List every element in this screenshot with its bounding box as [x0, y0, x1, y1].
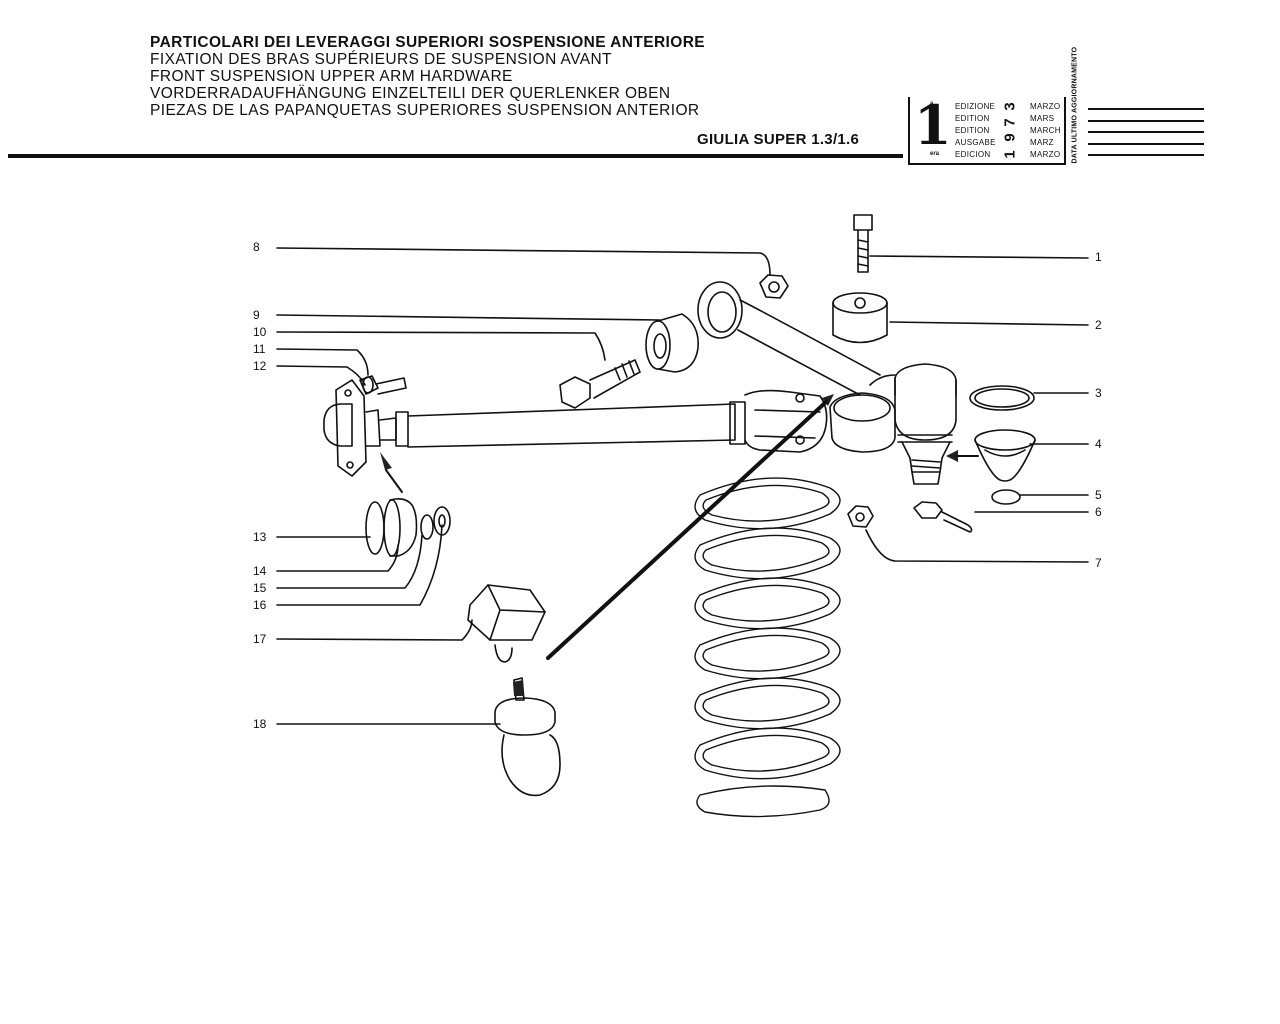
part-1-bolt	[853, 214, 873, 273]
edition-label: EDICION	[955, 150, 991, 159]
edition-number: 1	[914, 93, 952, 157]
model-name: GIULIA SUPER 1.3/1.6	[697, 131, 860, 148]
upper-arm	[697, 281, 957, 485]
update-line	[1088, 143, 1204, 145]
edition-month: MARZO	[1030, 150, 1061, 159]
callout-17: 17	[253, 632, 267, 646]
edition-sup: era	[930, 151, 940, 157]
part-13-boot	[365, 498, 418, 557]
stop-stud	[513, 680, 524, 696]
part-17-bumper	[467, 584, 546, 663]
edition-label: EDITION	[955, 126, 990, 135]
callout-15: 15	[253, 581, 267, 595]
part-4-boot	[974, 429, 1036, 482]
callout-7: 7	[1095, 556, 1102, 570]
callout-12: 12	[253, 359, 267, 373]
arrow-diagonal	[546, 400, 828, 660]
callout-16: 16	[253, 598, 267, 612]
part-5-washer	[991, 489, 1021, 505]
part-7-nut	[847, 505, 874, 528]
edition-month: MARZ	[1030, 138, 1054, 147]
title-spanish: PIEZAS DE LAS PAPANQUETAS SUPERIORES SUS…	[150, 102, 700, 119]
title-french: FIXATION DES BRAS SUPÉRIEURS DE SUSPENSI…	[150, 51, 612, 68]
edition-month: MARS	[1030, 114, 1055, 123]
edition-label: EDITION	[955, 114, 990, 123]
title-block: PARTICOLARI DEI LEVERAGGI SUPERIORI SOSP…	[150, 34, 705, 119]
edition-sup: ere	[930, 114, 940, 120]
callout-13: 13	[253, 530, 267, 544]
header-rule	[8, 154, 903, 158]
arrow-left-shaft	[385, 469, 403, 493]
callout-9: 9	[253, 308, 260, 322]
coil-spring	[694, 477, 841, 818]
callout-2: 2	[1095, 318, 1102, 332]
callout-3: 3	[1095, 386, 1102, 400]
callout-10: 10	[253, 325, 267, 339]
edition-sup: st	[930, 126, 936, 132]
title-english: FRONT SUSPENSION UPPER ARM HARDWARE	[150, 68, 513, 85]
part-15-washer	[420, 514, 434, 540]
edition-label: EDIZIONE	[955, 102, 996, 111]
callout-14: 14	[253, 564, 267, 578]
edition-label: AUSGABE	[955, 138, 996, 147]
update-line	[1088, 131, 1204, 133]
callout-11: 11	[253, 342, 266, 356]
arrow-diagonal-head	[822, 394, 834, 406]
arrow-right	[946, 450, 958, 462]
leader-lines-right	[865, 255, 1089, 563]
title-italian: PARTICOLARI DEI LEVERAGGI SUPERIORI SOSP…	[150, 34, 706, 51]
part-2-bushing	[832, 292, 888, 344]
part-16-washer	[433, 506, 451, 536]
callout-1: 1	[1095, 250, 1102, 264]
callout-6: 6	[1095, 505, 1102, 519]
edition-box	[908, 97, 1066, 165]
ball-joint-left	[323, 379, 409, 477]
part-11-screw	[359, 375, 407, 395]
part-6-castle-nut	[913, 501, 973, 533]
edition-month: MARZO	[1030, 102, 1061, 111]
callout-5: 5	[1095, 488, 1102, 502]
title-german: VORDERRADAUFHÄNGUNG EINZELTEILI DER QUER…	[150, 85, 671, 102]
leader-lines-left	[276, 247, 771, 725]
part-3-ring	[969, 385, 1035, 411]
part-9-bushing	[645, 313, 699, 373]
update-line	[1088, 108, 1204, 110]
edition-sup: a	[930, 101, 934, 107]
arrow-left	[380, 452, 392, 470]
edition-sup: .	[930, 138, 932, 144]
part-10-bolt	[559, 359, 641, 409]
update-line	[1088, 120, 1204, 122]
update-line	[1088, 154, 1204, 156]
callout-18: 18	[253, 717, 267, 731]
callout-4: 4	[1095, 437, 1102, 451]
part-8-nut	[759, 274, 789, 299]
tie-rod	[407, 389, 828, 453]
part-18-stop	[494, 677, 561, 797]
callout-8: 8	[253, 240, 260, 254]
edition-month: MARCH	[1030, 126, 1061, 135]
